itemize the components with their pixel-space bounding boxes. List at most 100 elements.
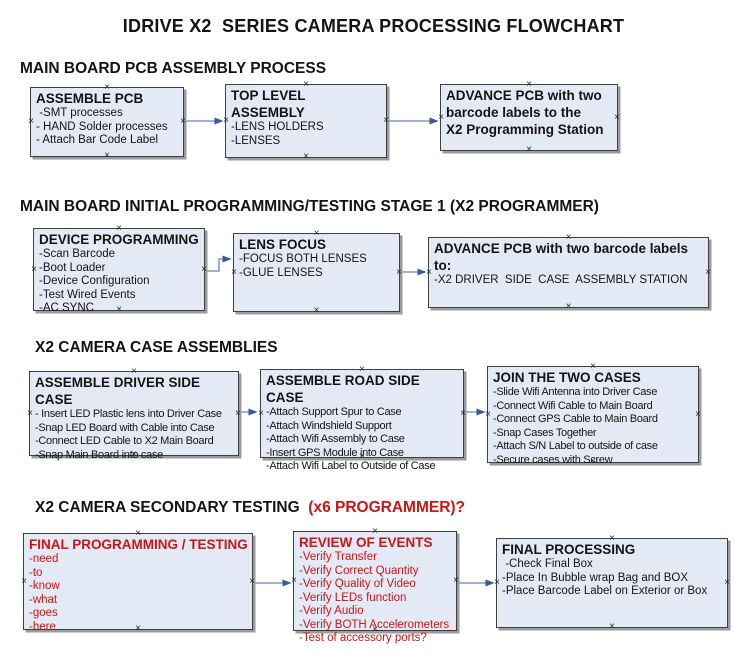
connector-handle-icon: × xyxy=(526,144,532,155)
box-item: -Verify LEDs function xyxy=(299,591,407,604)
box-items: -LENS HOLDERS-LENSES xyxy=(231,121,382,148)
box-title: DEVICE PROGRAMMING xyxy=(39,232,199,247)
connector-handle-icon: × xyxy=(223,115,229,126)
box-title: ASSEMBLE ROAD SIDE CASE xyxy=(266,373,420,405)
box-item: -Place Barcode Label on Exterior or Box xyxy=(502,585,708,597)
flow-box-lens-focus[interactable]: LENS FOCUS -FOCUS BOTH LENSES-GLUE LENSE… xyxy=(231,229,402,316)
connector-handle-icon: × xyxy=(485,408,491,420)
box-items: -FOCUS BOTH LENSES-GLUE LENSES xyxy=(239,253,395,280)
connector-handle-icon: × xyxy=(494,577,500,588)
box-title: LENS FOCUS xyxy=(239,237,327,252)
section-heading-pcb-assembly: MAIN BOARD PCB ASSEMBLY PROCESS xyxy=(20,60,327,77)
box-item: -Attach Windshield Support xyxy=(266,419,392,432)
box-item: -Boot Loader xyxy=(39,261,106,274)
box-item: -Check Final Box xyxy=(502,558,593,570)
box-item: -SMT processes xyxy=(36,107,123,119)
connector-handle-icon: × xyxy=(235,407,241,419)
box-item: - HAND Solder processes xyxy=(36,120,168,133)
section-heading-red-text: (x6 PROGRAMMER)? xyxy=(308,499,466,516)
connector-handle-icon: × xyxy=(303,151,309,162)
connector-handle-icon: × xyxy=(180,116,186,127)
box-item: -FOCUS BOTH LENSES xyxy=(239,253,367,265)
section-heading-secondary-testing: X2 CAMERA SECONDARY TESTING (x6 PROGRAMM… xyxy=(35,499,465,517)
connector-handle-icon: × xyxy=(426,266,432,278)
box-items: -SMT processes- HAND Solder processes- A… xyxy=(36,107,179,148)
connector-handle-icon: × xyxy=(396,266,402,278)
box-items: -Check Final Box-Place In Bubble wrap Ba… xyxy=(502,558,723,599)
box-title: FINAL PROGRAMMING / TESTING xyxy=(29,537,248,552)
box-title: FINAL PROCESSING xyxy=(502,542,636,557)
section-heading-case-assemblies: X2 CAMERA CASE ASSEMBLIES xyxy=(35,339,278,356)
flow-box-advance-to-programming-station[interactable]: ADVANCE PCB with two barcode labels to t… xyxy=(438,80,620,155)
connector-handle-icon: × xyxy=(705,266,711,278)
box-title: TOP LEVEL ASSEMBLY xyxy=(231,88,306,120)
box-item: -here xyxy=(29,620,56,633)
box-title: ASSEMBLE PCB xyxy=(36,91,144,106)
connector-handle-icon: × xyxy=(614,111,620,123)
arrow-connector xyxy=(206,255,232,272)
box-items: -X2 DRIVER SIDE CASE ASSEMBLY STATION xyxy=(434,274,704,288)
box-item: - Attach Bar Code Label xyxy=(36,134,159,146)
box-item: -GLUE LENSES xyxy=(239,266,323,279)
flow-box-assemble-road-side-case[interactable]: ASSEMBLE ROAD SIDE CASE -Attach Support … xyxy=(258,365,466,473)
box-title: JOIN THE TWO CASES xyxy=(493,370,641,385)
box-item: -Attach Wifi Label to Outside of Case xyxy=(266,460,436,472)
box-item: -to xyxy=(29,566,43,579)
flow-box-join-the-two-cases[interactable]: JOIN THE TWO CASES -Slide Wifi Antenna i… xyxy=(485,362,701,467)
box-items: -need-to-know-what-goes-here xyxy=(29,553,248,634)
connector-handle-icon: × xyxy=(201,263,207,275)
box-item: -Insert GPS Module into Case xyxy=(266,446,404,459)
page-title: IDRIVE X2 SERIES CAMERA PROCESSING FLOWC… xyxy=(122,16,625,36)
box-item: -X2 DRIVER SIDE CASE ASSEMBLY STATION xyxy=(434,274,688,286)
box-item: -know xyxy=(29,580,60,592)
box-item: -AC SYNC xyxy=(39,302,94,314)
connector-handle-icon: × xyxy=(258,407,264,419)
box-item: -Verify BOTH Accelerometers xyxy=(299,618,450,631)
box-item: -need xyxy=(29,553,59,565)
connector-handle-icon: × xyxy=(565,301,572,312)
box-item: -LENSES xyxy=(231,134,281,147)
box-item: -Scan Barcode xyxy=(39,248,116,260)
box-item: -Connect GPS Cable to Main Board xyxy=(493,413,658,425)
flow-box-final-processing[interactable]: FINAL PROCESSING -Check Final Box-Place … xyxy=(494,534,730,632)
flow-box-assemble-pcb[interactable]: ASSEMBLE PCB -SMT processes- HAND Solder… xyxy=(28,83,186,161)
connector-handle-icon: × xyxy=(724,577,730,588)
box-item: -Snap Cases Together xyxy=(493,426,597,439)
box-item: -Connect LED Cable to X2 Main Board xyxy=(35,435,214,447)
connector-handle-icon: × xyxy=(28,116,34,127)
flow-box-top-level-assembly[interactable]: TOP LEVEL ASSEMBLY -LENS HOLDERS-LENSES … xyxy=(223,80,389,162)
section-heading-black-text: X2 CAMERA SECONDARY TESTING xyxy=(35,499,309,516)
flow-box-advance-to-driver-side-station[interactable]: ADVANCE PCB with two barcode labels to: … xyxy=(426,233,711,312)
connector-handle-icon: × xyxy=(249,575,255,587)
flow-box-review-of-events[interactable]: REVIEW OF EVENTS -Verify Transfer-Verify… xyxy=(291,527,459,645)
flow-box-device-programming[interactable]: DEVICE PROGRAMMING -Scan Barcode-Boot Lo… xyxy=(31,224,207,315)
box-items: - Insert LED Plastic lens into Driver Ca… xyxy=(35,408,234,462)
connector-handle-icon: × xyxy=(291,575,297,586)
connector-handle-icon: × xyxy=(313,305,320,316)
box-item: -Attach Wifi Assembly to Case xyxy=(266,433,405,445)
connector-handle-icon: × xyxy=(609,621,615,632)
box-title: ASSEMBLE DRIVER SIDE CASE xyxy=(35,375,201,407)
connector-handle-icon: × xyxy=(31,263,37,275)
box-item: -Attach Support Spur to Case xyxy=(266,406,402,418)
box-item: -Snap Main Board into case xyxy=(35,448,163,461)
box-item: -Verify Correct Quantity xyxy=(299,564,419,577)
box-items: -Verify Transfer-Verify Correct Quantity… xyxy=(299,551,452,646)
box-item: -LENS HOLDERS xyxy=(231,121,324,133)
box-item: -Attach S/N Label to outside of case xyxy=(493,440,658,452)
flow-box-assemble-driver-side-case[interactable]: ASSEMBLE DRIVER SIDE CASE - Insert LED P… xyxy=(27,367,241,461)
box-item: -Verify Transfer xyxy=(299,551,377,563)
connector-handle-icon: × xyxy=(27,407,33,419)
box-items: -Scan Barcode-Boot Loader-Device Configu… xyxy=(39,248,200,316)
box-item: -Connect Wifi Cable to Main Board xyxy=(493,399,653,412)
flow-box-final-programming-testing[interactable]: FINAL PROGRAMMING / TESTING -need-to-kno… xyxy=(21,529,255,634)
box-item: -Slide Wifi Antenna into Driver Case xyxy=(493,386,658,398)
connector-handle-icon: × xyxy=(104,150,110,161)
connector-handle-icon: × xyxy=(460,407,466,419)
box-item: -Test of accessory ports? xyxy=(299,632,427,644)
connector-handle-icon: × xyxy=(453,575,459,586)
box-item: - Insert LED Plastic lens into Driver Ca… xyxy=(35,408,222,420)
box-item: -Verify Quality of Video xyxy=(299,578,416,590)
box-item: -what xyxy=(29,593,58,606)
